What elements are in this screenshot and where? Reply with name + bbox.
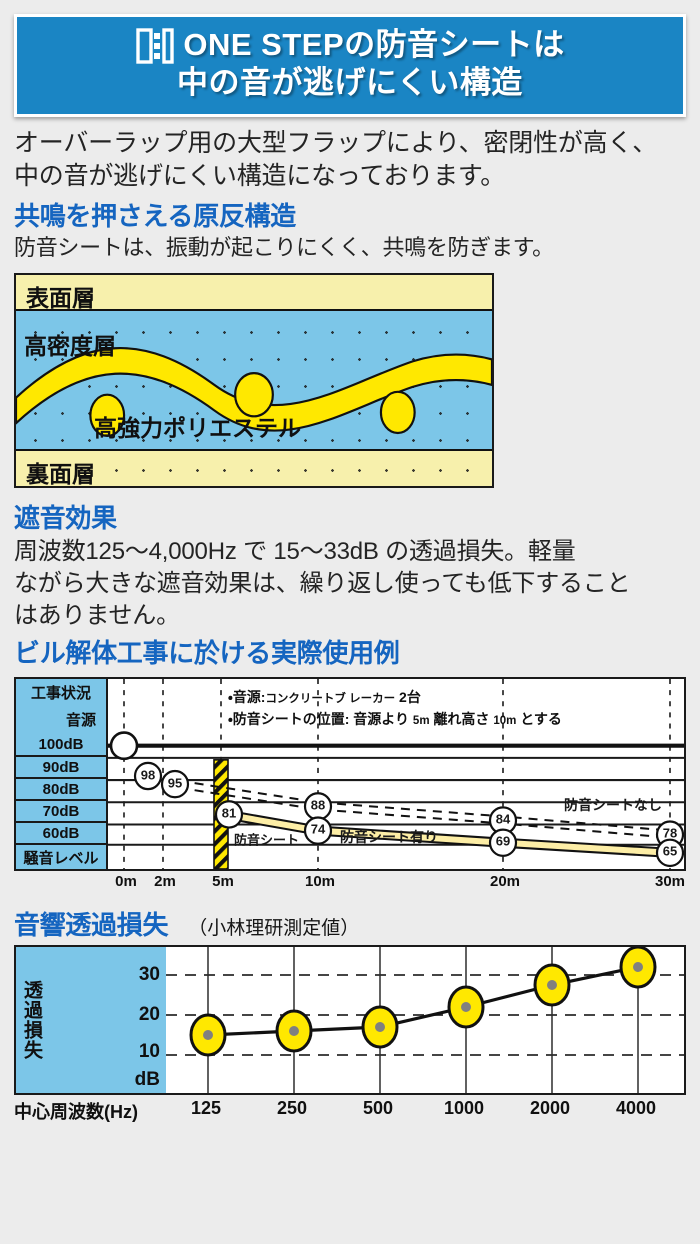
chart2-y-axis-label-box: 透過損失 bbox=[16, 947, 112, 1094]
chart2-y-unit: dB bbox=[134, 1069, 160, 1091]
chart2-ytick-10: 10 bbox=[138, 1041, 160, 1063]
chart1-conditions-note: ・音源:コンクリートブ レーカー 2台 ・防音シートの位置: 音源より 5m 離… bbox=[228, 687, 562, 731]
header-banner: ONE STEPの防音シートは 中の音が逃げにくい構造 bbox=[14, 14, 686, 117]
chart2-frame: 透過損失 30 20 10 dB bbox=[14, 945, 686, 1096]
header-title-line2: 中の音が逃げにくい構造 bbox=[177, 65, 523, 100]
chart1-note2-e: とする bbox=[520, 710, 562, 727]
demolition-noise-chart: 工事状況 音源 100dB 90dB 80dB 70dB 60dB 騒音レベル … bbox=[14, 677, 686, 895]
polyester-wave-graphic bbox=[16, 346, 492, 437]
chart2-plot-area bbox=[166, 947, 684, 1094]
label-bottom-layer: 裏面層 bbox=[26, 460, 95, 487]
chart2-x-axis: 中心周波数(Hz) 125 250 500 1000 2000 4000 bbox=[14, 1095, 686, 1123]
chart1-label-100db: 100dB bbox=[38, 736, 84, 754]
layer-face-bottom bbox=[16, 450, 492, 486]
section-heading-usecase: ビル解体工事に於ける実際使用例 bbox=[14, 637, 400, 668]
section-heading-resonance: 共鳴を押さえる原反構造 bbox=[14, 200, 296, 231]
product-info-page: ONE STEPの防音シートは 中の音が逃げにくい構造 オーバーラップ用の大型フ… bbox=[0, 14, 700, 1244]
layer-face-top bbox=[16, 274, 492, 311]
header-title-text-1: ONE STEPの防音シートは bbox=[183, 26, 565, 62]
intro-line-1: オーバーラップ用の大型フラップにより、密閉性が高く、 bbox=[14, 128, 658, 157]
chart2-y-axis-label: 透過損失 bbox=[21, 980, 42, 1061]
chart1-point-sheet-30m: 65 bbox=[662, 843, 678, 859]
chart2-xtick-1000: 1000 bbox=[443, 1098, 485, 1119]
label-high-density-layer: 高密度層 bbox=[24, 332, 116, 359]
chart1-frame: 工事状況 音源 100dB 90dB 80dB 70dB 60dB 騒音レベル … bbox=[14, 677, 686, 872]
chart1-label-90db: 90dB bbox=[16, 757, 106, 780]
chart2-xtick-500: 500 bbox=[362, 1098, 394, 1119]
chart2-xtick-250: 250 bbox=[276, 1098, 308, 1119]
transmission-loss-chart: 透過損失 30 20 10 dB bbox=[14, 945, 686, 1123]
chart2-ytick-30: 30 bbox=[138, 964, 160, 986]
chart1-sheet-marker-label: 防音シート bbox=[234, 832, 300, 848]
label-polyester-core: 高強力ポリエステル bbox=[94, 414, 301, 441]
chart1-label-70db: 70dB bbox=[16, 801, 106, 824]
chart1-point-nosheet-20m: 84 bbox=[495, 811, 511, 827]
chart1-label-source: 音源 bbox=[65, 712, 96, 730]
chart1-note2-a: ・防音シートの位置: 音源より bbox=[228, 710, 410, 727]
chart1-point-sheet-10m: 74 bbox=[310, 821, 326, 837]
chart1-note1-a: ・音源: bbox=[228, 689, 266, 706]
chart1-note2-d: 10m bbox=[493, 714, 517, 727]
chart1-point-sheet-5m: 81 bbox=[221, 805, 237, 821]
chart1-label-60db: 60dB bbox=[16, 823, 106, 846]
chart1-legend-with-sheet: 防音シート有り bbox=[340, 829, 438, 846]
chart2-graphic bbox=[166, 947, 684, 1094]
chart2-xtick-4000: 4000 bbox=[615, 1098, 657, 1119]
chart1-label-noise-level: 騒音レベル bbox=[16, 845, 106, 870]
insulation-line-2: ながら大きな遮音効果は、繰り返し使っても低下すること bbox=[14, 570, 631, 598]
chart2-title: 音響透過損失 bbox=[14, 910, 169, 941]
building-grid-icon bbox=[135, 26, 175, 66]
chart1-label-condition: 工事状況 bbox=[30, 685, 91, 703]
chart1-note-line-2: ・防音シートの位置: 音源より 5m 離れ高さ 10m とする bbox=[228, 709, 562, 731]
chart1-xtick-2m: 2m bbox=[154, 873, 176, 891]
chart1-row-label-column: 工事状況 音源 100dB 90dB 80dB 70dB 60dB 騒音レベル bbox=[16, 679, 108, 870]
chart2-ytick-20: 20 bbox=[138, 1004, 160, 1026]
chart1-xtick-20m: 20m bbox=[489, 873, 521, 891]
chart1-point-nosheet-2m: 98 bbox=[140, 767, 156, 783]
chart1-point-nosheet-30m: 78 bbox=[662, 825, 678, 841]
chart1-note1-c: 2台 bbox=[399, 689, 421, 706]
chart1-plot-area: ・音源:コンクリートブ レーカー 2台 ・防音シートの位置: 音源より 5m 離… bbox=[108, 679, 684, 870]
chart2-heading-row: 音響透過損失 （小林理研測定値） bbox=[14, 905, 686, 942]
chart2-subtitle: （小林理研測定値） bbox=[188, 918, 360, 940]
chart1-point-nosheet-5m: 95 bbox=[167, 775, 183, 791]
chart2-xtick-125: 125 bbox=[190, 1098, 222, 1119]
section-text-insulation: 周波数125〜4,000Hz で 15〜33dB の透過損失。軽量 ながら大きな… bbox=[14, 536, 686, 632]
chart1-x-axis: 0m 2m 5m 10m 20m 30m bbox=[14, 871, 686, 895]
bottom-dot-texture bbox=[16, 450, 492, 486]
chart1-xtick-5m: 5m bbox=[212, 873, 234, 891]
section-text-resonance: 防音シートは、振動が起こりにくく、共鳴を防ぎます。 bbox=[14, 235, 554, 261]
chart2-y-axis: 透過損失 30 20 10 dB bbox=[16, 947, 166, 1094]
chart1-row-label-header: 工事状況 音源 100dB bbox=[16, 679, 106, 758]
chart2-xtick-2000: 2000 bbox=[529, 1098, 571, 1119]
insulation-line-3: はありません。 bbox=[14, 602, 180, 630]
label-top-layer: 表面層 bbox=[26, 284, 95, 311]
chart2-x-axis-label: 中心周波数(Hz) bbox=[14, 1102, 138, 1123]
section-heading-insulation: 遮音効果 bbox=[14, 502, 117, 533]
insulation-line-1: 周波数125〜4,000Hz で 15〜33dB の透過損失。軽量 bbox=[14, 538, 576, 566]
chart1-xtick-10m: 10m bbox=[304, 873, 336, 891]
chart1-label-80db: 80dB bbox=[16, 779, 106, 802]
chart1-note2-c: 離れ高さ bbox=[433, 710, 490, 727]
chart2-y-tick-column: 30 20 10 dB bbox=[112, 947, 166, 1094]
intro-line-2: 中の音が逃げにくい構造になっております。 bbox=[14, 162, 506, 191]
chart1-xtick-30m: 30m bbox=[654, 873, 686, 891]
cross-section-diagram: 表面層 高密度層 高強力ポリエステル 裏面層 bbox=[14, 272, 494, 488]
chart1-point-nosheet-10m: 88 bbox=[310, 797, 326, 813]
chart1-xtick-0m: 0m bbox=[115, 873, 137, 891]
chart1-point-sheet-20m: 69 bbox=[495, 833, 511, 849]
chart1-legend-without-sheet: 防音シートなし bbox=[564, 797, 662, 814]
chart1-note-line-1: ・音源:コンクリートブ レーカー 2台 bbox=[228, 687, 562, 709]
chart1-note2-b: 5m bbox=[412, 714, 430, 727]
intro-paragraph: オーバーラップ用の大型フラップにより、密閉性が高く、 中の音が逃げにくい構造にな… bbox=[14, 127, 686, 194]
chart1-graphic bbox=[108, 679, 684, 870]
chart1-note1-b: コンクリートブ レーカー bbox=[265, 693, 396, 706]
header-title-line1: ONE STEPの防音シートは bbox=[27, 25, 673, 65]
